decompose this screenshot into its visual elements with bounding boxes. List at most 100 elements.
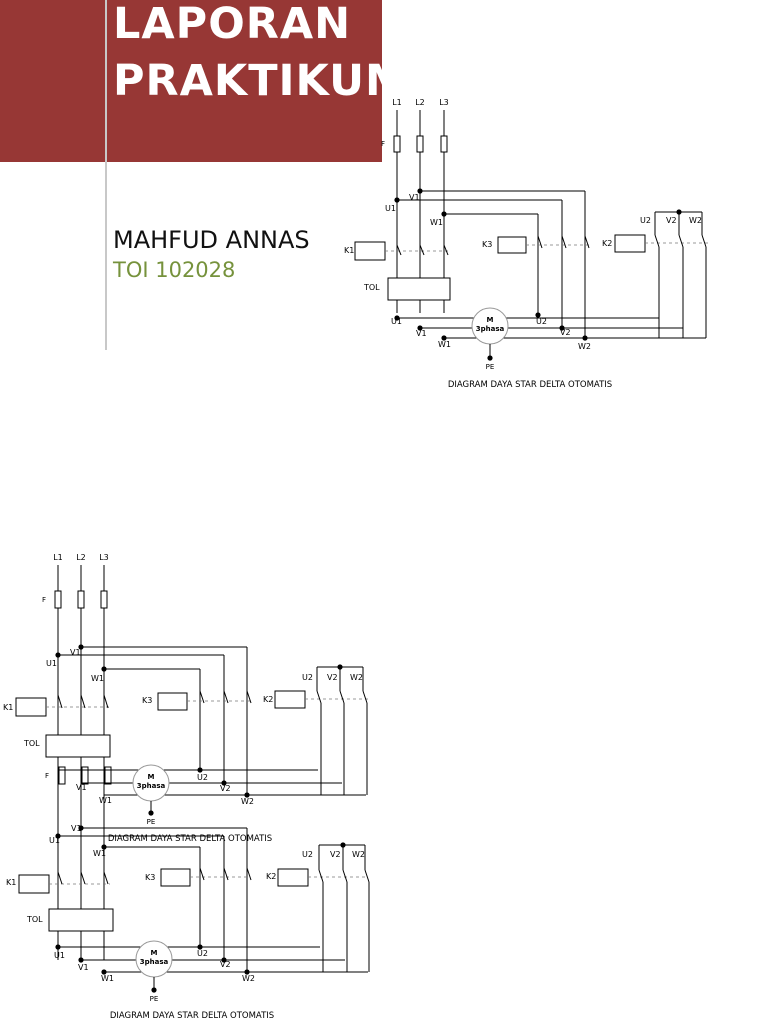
- terminal-label: V1: [76, 783, 87, 792]
- terminal-label: U2: [536, 317, 547, 326]
- terminal-label: W2: [352, 850, 365, 859]
- fuse: [77, 590, 85, 609]
- junction-dot: [221, 780, 227, 786]
- contactor-k2-coil: [277, 868, 309, 887]
- motor-label: 3phasa: [137, 782, 166, 790]
- line-label: L2: [415, 98, 425, 107]
- terminal-label: V2: [560, 328, 571, 337]
- line-label: L3: [439, 98, 449, 107]
- terminal-label: U1: [54, 951, 65, 960]
- switch-contact: [103, 694, 109, 709]
- contactor-k3-label: K3: [145, 873, 155, 882]
- switch-contact: [199, 690, 205, 704]
- terminal-label: W1: [430, 218, 443, 227]
- switch-contact: [339, 690, 345, 704]
- fuse-label: F: [45, 772, 49, 780]
- contactor-k1-label: K1: [344, 246, 354, 255]
- junction-dot: [244, 792, 250, 798]
- contactor-k3-label: K3: [142, 696, 152, 705]
- line-label: L1: [392, 98, 402, 107]
- terminal-label: U2: [197, 949, 208, 958]
- document-title: LAPORAN PRAKTIKUM: [113, 0, 409, 106]
- contactor-k1-coil: [354, 241, 386, 261]
- contactor-k2-label: K2: [602, 239, 612, 248]
- motor-label: M: [487, 316, 494, 324]
- overload-label: TOL: [26, 915, 43, 924]
- terminal-label: W2: [242, 974, 255, 983]
- junction-dot: [535, 312, 541, 318]
- terminal-label: W1: [91, 674, 104, 683]
- switch-contact: [318, 869, 324, 883]
- terminal-label: W2: [241, 797, 254, 806]
- earth-label: PE: [486, 363, 495, 371]
- terminal-label: V1: [71, 824, 82, 833]
- switch-contact: [342, 869, 348, 883]
- switch-contact: [246, 867, 252, 881]
- switch-contact: [701, 234, 707, 248]
- fuse-label: F: [42, 596, 46, 604]
- student-id: TOI 102028: [113, 258, 236, 282]
- contactor-k1-coil: [15, 697, 47, 717]
- contactor-k2-label: K2: [266, 872, 276, 881]
- overload-label: TOL: [23, 739, 40, 748]
- switch-contact: [57, 694, 63, 709]
- earth-label: PE: [147, 818, 156, 826]
- terminal-label: V1: [78, 963, 89, 972]
- contactor-k1-label: K1: [3, 703, 13, 712]
- terminal-label: W1: [101, 974, 114, 983]
- fuse: [440, 135, 448, 153]
- contactor-k2-coil: [274, 690, 306, 709]
- switch-contact: [103, 871, 109, 885]
- switch-contact: [223, 867, 229, 881]
- terminal-label: W1: [99, 796, 112, 805]
- contactor-k2-coil: [614, 234, 646, 253]
- contactor-k3-coil: [497, 236, 527, 254]
- switch-contact: [678, 234, 684, 248]
- switch-contact: [316, 690, 322, 704]
- switch-contact: [396, 244, 402, 256]
- terminal-label: V1: [416, 329, 427, 338]
- junction-dot: [197, 767, 203, 773]
- earth-label: PE: [150, 995, 159, 1003]
- switch-contact: [561, 235, 567, 249]
- thermal-overload-relay: [48, 908, 114, 932]
- line-label: L2: [76, 553, 86, 562]
- switch-contact: [223, 690, 229, 704]
- thermal-overload-relay: [45, 734, 111, 758]
- cover-divider-line: [105, 0, 107, 350]
- switch-contact: [199, 867, 205, 881]
- diagram-caption: DIAGRAM DAYA STAR DELTA OTOMATIS: [448, 380, 612, 390]
- contactor-k3-coil: [157, 692, 188, 711]
- motor-label: 3phasa: [476, 325, 505, 333]
- fuse: [100, 590, 108, 609]
- terminal-label: U2: [640, 216, 651, 225]
- terminal-label: W2: [578, 342, 591, 351]
- junction-dot: [244, 969, 250, 975]
- switch-contact: [584, 235, 590, 249]
- terminal-label: U1: [385, 204, 396, 213]
- line-label: L3: [99, 553, 109, 562]
- contactor-k3-coil: [160, 868, 191, 887]
- terminal-label: W1: [438, 340, 451, 349]
- junction-dot: [148, 810, 154, 816]
- motor-label: M: [148, 773, 155, 781]
- terminal-label: U1: [46, 659, 57, 668]
- contactor-k3-label: K3: [482, 240, 492, 249]
- contactor-k1-coil: [18, 874, 50, 894]
- line-label: L1: [53, 553, 63, 562]
- title-banner: [0, 0, 382, 162]
- terminal-label: V2: [220, 784, 231, 793]
- author-name: MAHFUD ANNAS: [113, 226, 310, 254]
- switch-contact: [362, 690, 368, 704]
- switch-contact: [654, 234, 660, 248]
- terminal-label: U1: [49, 836, 60, 845]
- switch-contact: [419, 244, 425, 256]
- terminal-label: W2: [350, 673, 363, 682]
- switch-contact: [364, 869, 370, 883]
- fuse: [104, 766, 112, 785]
- fuse: [416, 135, 424, 153]
- fuse-label: F: [381, 140, 385, 148]
- junction-dot: [151, 987, 157, 993]
